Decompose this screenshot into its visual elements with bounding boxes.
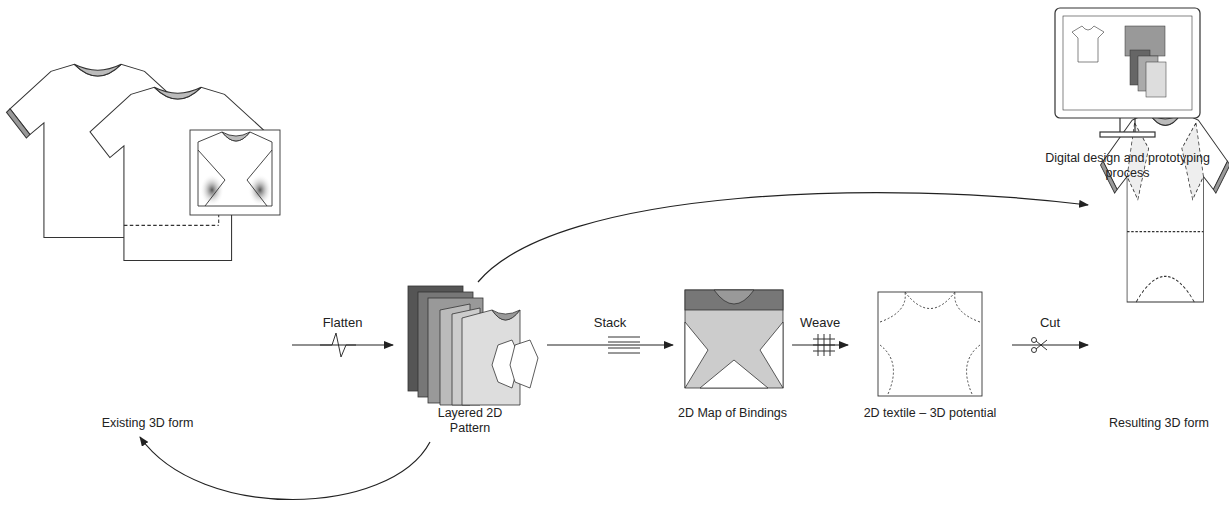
- connector-arrow: [292, 344, 393, 345]
- diagram-node: 2D Map of Bindings: [675, 280, 790, 425]
- node-caption: Resulting 3D form: [1109, 416, 1209, 431]
- diagram-node: Layered 2D Pattern: [395, 280, 545, 440]
- edge-label: Cut: [1038, 315, 1062, 330]
- node-caption: 2D textile – 3D potential: [864, 406, 997, 421]
- diagram-node: Existing 3D form: [5, 60, 290, 435]
- connector-arrow: [478, 193, 1088, 282]
- diagram-node: 2D textile – 3D potential: [850, 280, 1010, 425]
- monitor: [1055, 8, 1200, 137]
- node-caption: Layered 2D Pattern: [425, 406, 515, 436]
- node-caption: Existing 3D form: [102, 416, 194, 431]
- edge-label: Flatten: [321, 315, 365, 330]
- connector-arrow: [792, 344, 848, 345]
- shirt-result: [1101, 113, 1229, 302]
- edge-label: Stack: [592, 315, 629, 330]
- textile: [878, 292, 982, 396]
- shirt-folded: [190, 130, 280, 215]
- edge-label: Weave: [798, 315, 842, 330]
- node-caption: 2D Map of Bindings: [678, 406, 787, 421]
- connector-arrow: [140, 437, 430, 500]
- binding-map: [685, 290, 783, 388]
- node-caption: Digital design and prototyping process: [1043, 151, 1213, 181]
- layered-pattern: [408, 286, 538, 405]
- connector-arrow: [547, 344, 673, 345]
- diagram-node: Digital design and prototyping process: [1035, 5, 1220, 185]
- connector-arrow: [1012, 344, 1088, 345]
